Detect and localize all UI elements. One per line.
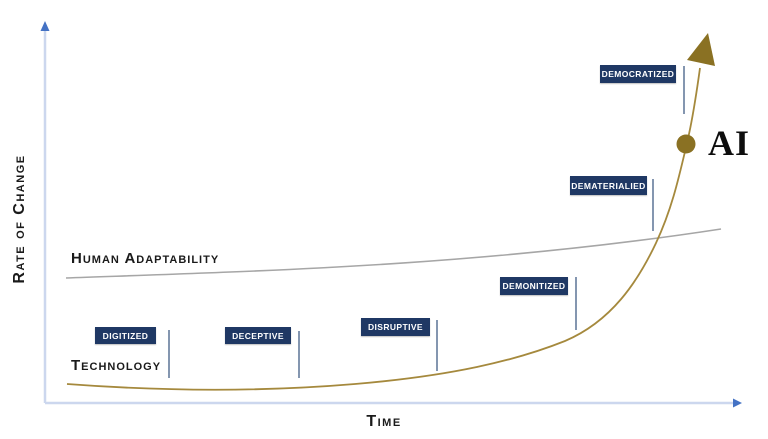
x-axis-arrow-icon bbox=[733, 398, 742, 408]
milestone-disruptive: DISRUPTIVE bbox=[361, 318, 430, 336]
ai-endpoint-label: AI bbox=[708, 123, 751, 163]
human-adaptability-curve bbox=[65, 228, 722, 279]
milestone-digitized: DIGITIZED bbox=[95, 327, 156, 344]
milestone-democratized: DEMOCRATIZED bbox=[600, 65, 676, 83]
technology-label: Technology bbox=[71, 357, 162, 374]
milestone-dematerialied: DEMATERIALIED bbox=[570, 176, 647, 195]
technology-arrowhead-icon bbox=[687, 33, 715, 66]
ai-point-marker bbox=[676, 134, 696, 154]
x-axis-title: Time bbox=[366, 413, 402, 430]
technology-curve bbox=[66, 67, 701, 391]
y-axis-arrow-icon bbox=[40, 21, 50, 31]
milestone-deceptive: DECEPTIVE bbox=[225, 327, 291, 344]
human-adaptability-label: Human Adaptability bbox=[71, 250, 220, 267]
y-axis-title: Rate of Change bbox=[11, 154, 28, 284]
milestone-demonitized: DEMONITIZED bbox=[500, 277, 568, 295]
